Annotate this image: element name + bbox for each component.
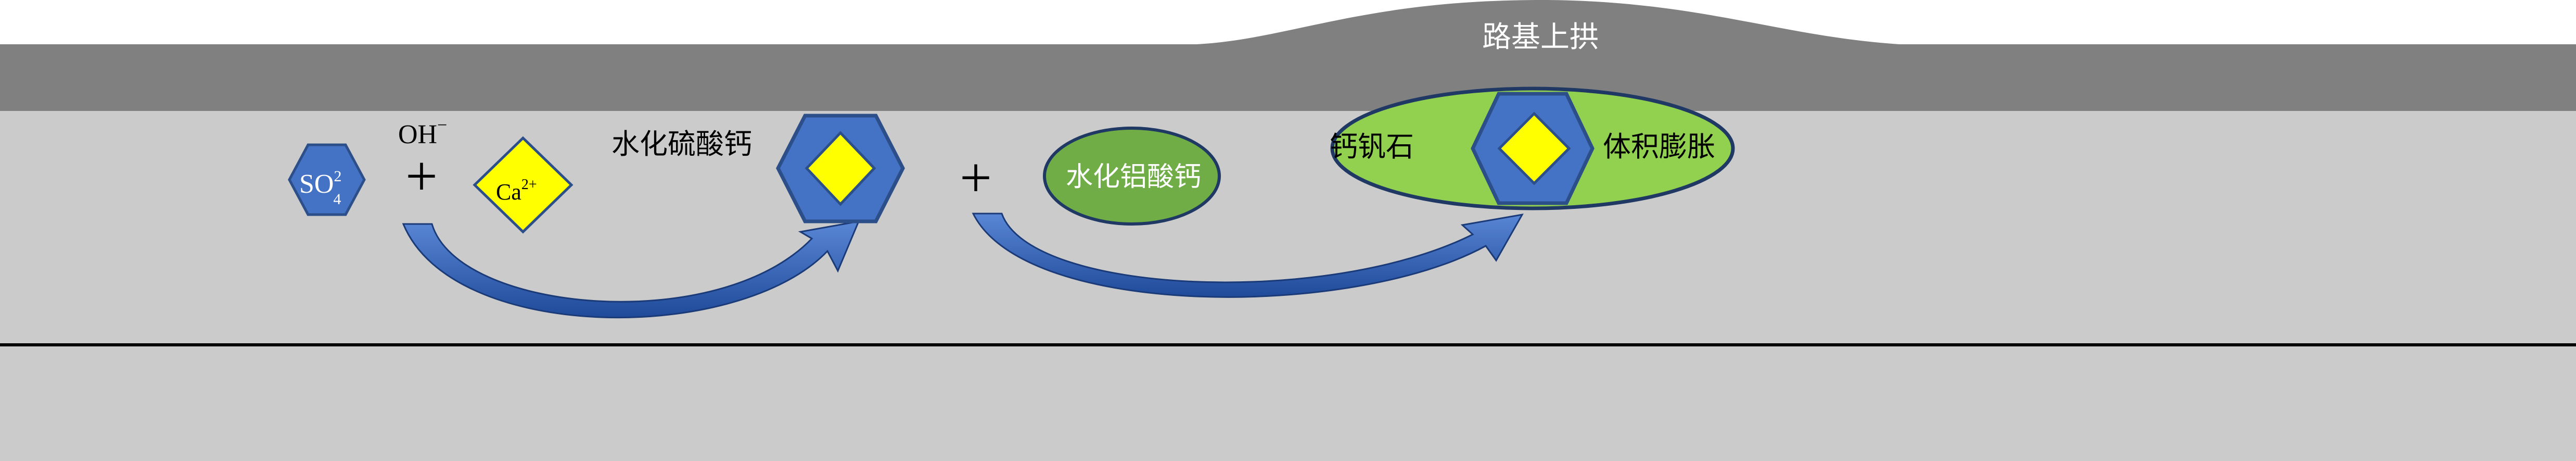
hydrated-calcium-aluminate: 水化铝酸钙 <box>1043 127 1221 226</box>
ellipse-icon <box>1043 127 1221 226</box>
hydrated-calcium-sulfate <box>776 114 905 223</box>
curved-arrow-icon <box>402 220 860 319</box>
ettringite: 钙钒石 体积膨胀 <box>1330 86 1735 210</box>
calcium-formula: Ca2+ <box>496 177 537 205</box>
roadbed-heave-label: 路基上拱 <box>1482 20 1599 54</box>
plus-sign: + <box>405 144 438 208</box>
calcium-ion: Ca2+ <box>473 136 573 234</box>
diamond-icon <box>805 131 876 206</box>
plus-sign: + <box>960 146 992 209</box>
hydrated-calcium-aluminate-label: 水化铝酸钙 <box>1066 161 1201 193</box>
road-surface <box>0 0 2576 111</box>
curved-arrow-icon <box>972 213 1524 298</box>
hexagon-icon <box>288 143 366 216</box>
ettringite-label: 钙钒石 <box>1330 130 1414 163</box>
hydroxide-label: OH− <box>398 116 447 149</box>
diamond-icon <box>1497 111 1571 185</box>
hydrated-calcium-sulfate-label: 水化硫酸钙 <box>611 128 752 160</box>
volume-expansion-label: 体积膨胀 <box>1603 130 1715 163</box>
diamond-icon <box>473 136 573 234</box>
